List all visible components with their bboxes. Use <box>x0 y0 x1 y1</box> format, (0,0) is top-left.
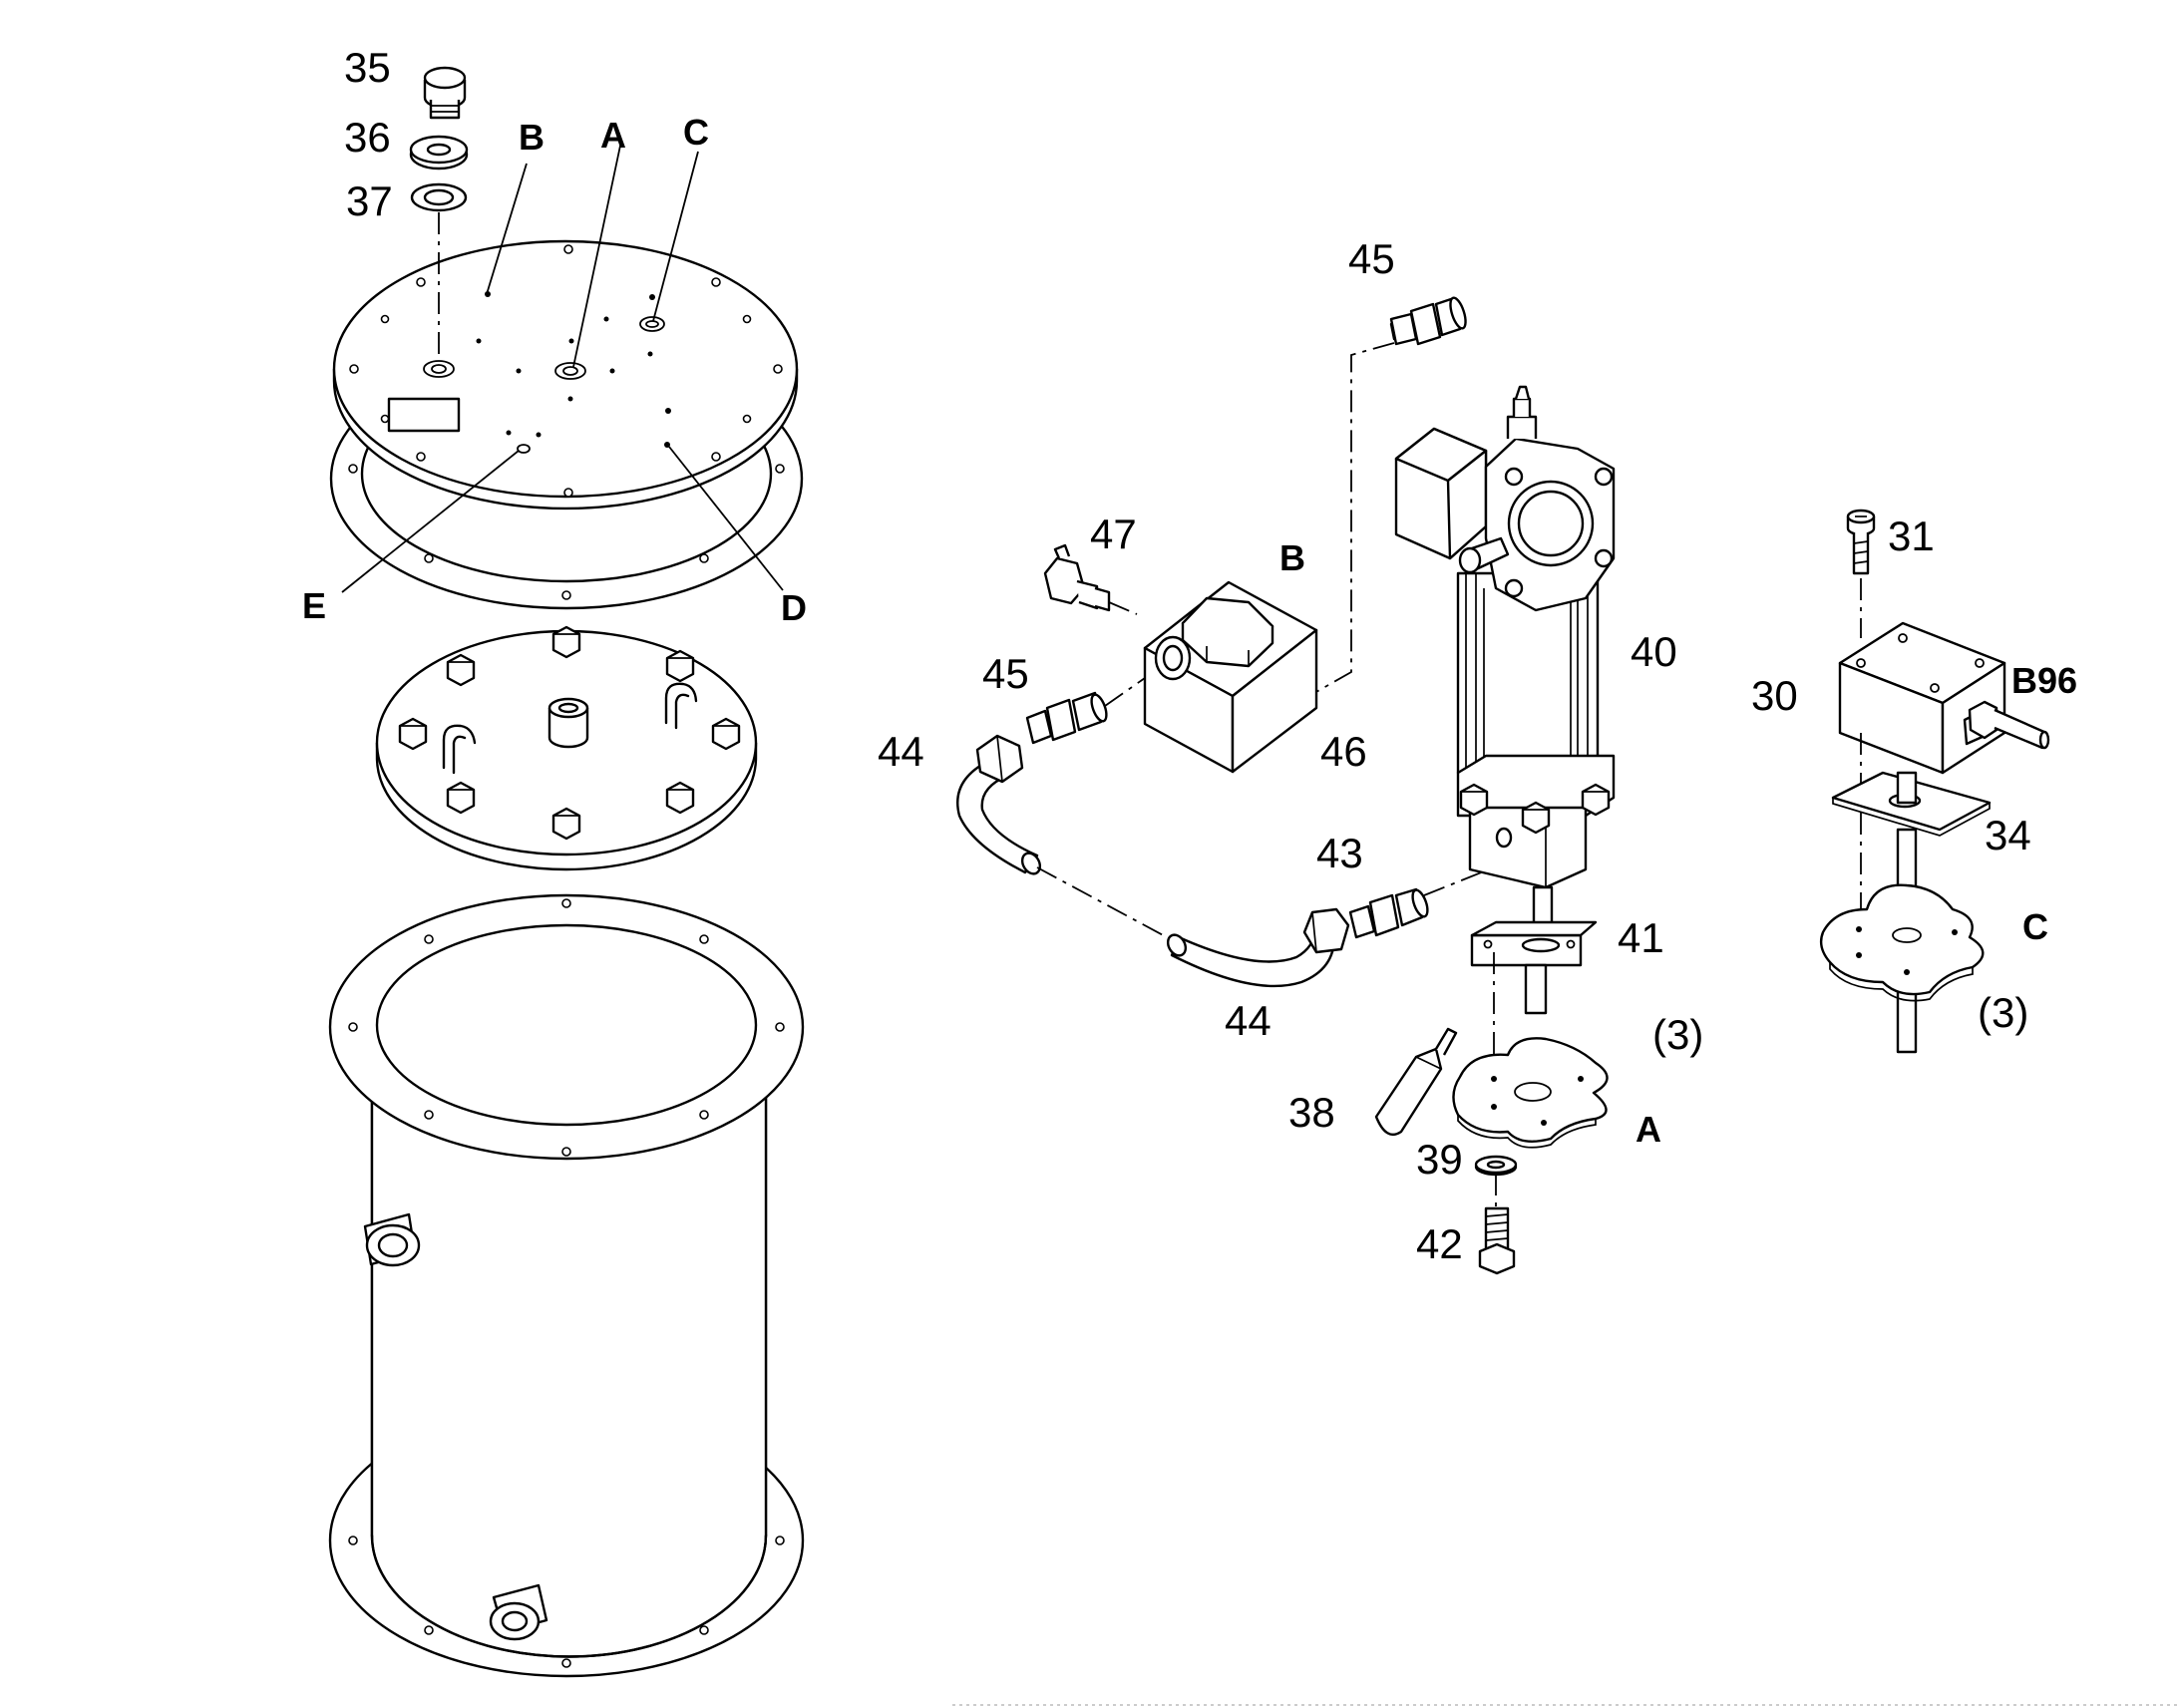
label-47: 47 <box>1090 511 1137 557</box>
label-35: 35 <box>344 44 391 91</box>
fitting-45-top <box>1389 296 1467 346</box>
letter-c: C <box>683 112 709 153</box>
label-37: 37 <box>346 177 393 224</box>
label-45-middle: 45 <box>982 650 1029 697</box>
label-43: 43 <box>1316 830 1363 876</box>
fitting-47 <box>1043 543 1111 612</box>
side-port <box>363 1212 421 1267</box>
letter-flange-a: A <box>1635 1109 1661 1150</box>
flange-41 <box>1470 920 1598 1015</box>
letter-block-b: B <box>1279 537 1305 578</box>
label-qty-c: (3) <box>1978 989 2028 1036</box>
fitting-43 <box>1348 887 1429 939</box>
top-cover-plate <box>332 239 799 511</box>
label-44-upper: 44 <box>878 728 924 775</box>
label-42: 42 <box>1416 1220 1463 1267</box>
junction-box-30 <box>1838 621 2050 775</box>
hose-44-upper <box>956 734 1042 875</box>
inner-lid <box>375 625 758 871</box>
washer-37 <box>410 182 468 212</box>
label-40: 40 <box>1631 628 1677 675</box>
label-44-lower: 44 <box>1225 997 1272 1044</box>
screw-31 <box>1846 509 1876 575</box>
flange-a <box>1452 1037 1609 1149</box>
tank-cylinder <box>328 893 805 1678</box>
washer-36 <box>409 135 469 171</box>
fitting-45-middle <box>1025 691 1108 745</box>
label-39: 39 <box>1416 1136 1463 1183</box>
flange-c <box>1819 883 1985 1002</box>
label-qty-a: (3) <box>1652 1011 1703 1058</box>
letter-b: B <box>519 117 545 158</box>
hose-44-lower <box>1166 907 1350 988</box>
label-36: 36 <box>344 114 391 161</box>
letter-flange-c: C <box>2022 906 2048 947</box>
valve-block-46 <box>1143 580 1318 774</box>
label-31: 31 <box>1888 512 1935 559</box>
plug-35 <box>423 66 467 120</box>
label-30: 30 <box>1751 672 1798 719</box>
label-45-top: 45 <box>1348 235 1395 282</box>
label-46: 46 <box>1320 728 1367 775</box>
label-b96: B96 <box>2011 660 2077 701</box>
bolt-42 <box>1478 1206 1516 1275</box>
sealant-tube-38 <box>1374 1027 1458 1137</box>
bottom-port <box>489 1583 548 1641</box>
washer-39 <box>1474 1155 1518 1177</box>
letter-e: E <box>302 585 326 626</box>
label-38: 38 <box>1288 1089 1335 1136</box>
letter-a: A <box>600 115 626 156</box>
pump-40 <box>1394 385 1616 959</box>
label-41: 41 <box>1618 914 1664 961</box>
letter-d: D <box>781 587 807 628</box>
label-34: 34 <box>1985 812 2031 858</box>
